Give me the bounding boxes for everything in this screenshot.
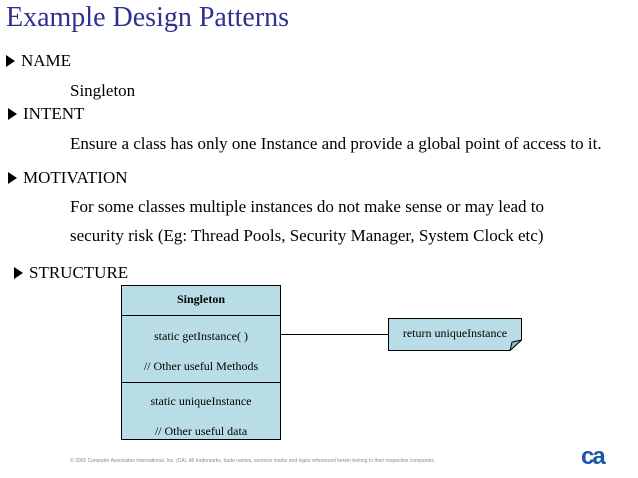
intent-text: Ensure a class has only one Instance and… — [70, 134, 602, 153]
footer-copyright: © 2005 Computer Associates International… — [70, 458, 436, 464]
uml-method-get-instance: static getInstance( ) — [154, 329, 248, 343]
structure-bullet: STRUCTURE — [14, 263, 128, 283]
uml-note: return uniqueInstance — [388, 318, 522, 351]
slide-title: Example Design Patterns — [6, 2, 290, 33]
note-shape-icon — [388, 318, 522, 351]
uml-note-connector — [281, 334, 388, 335]
structure-heading: STRUCTURE — [29, 263, 129, 282]
name-bullet: NAME — [6, 51, 71, 71]
uml-method-other: // Other useful Methods — [143, 359, 259, 373]
uml-attr-other: // Other useful data — [154, 424, 248, 438]
uml-class-name: Singleton — [176, 292, 225, 306]
name-text: Singleton — [70, 81, 136, 100]
uml-class-box: Singleton static getInstance( ) // Other… — [121, 285, 281, 440]
arrow-bullet-icon — [14, 267, 23, 279]
intent-bullet: INTENT — [8, 104, 84, 124]
motivation-line-2: security risk (Eg: Thread Pools, Securit… — [70, 226, 544, 245]
intent-heading: INTENT — [23, 104, 85, 123]
arrow-bullet-icon — [6, 55, 15, 67]
ca-logo: ca — [581, 443, 606, 470]
arrow-bullet-icon — [8, 172, 17, 184]
arrow-bullet-icon — [8, 108, 17, 120]
motivation-bullet: MOTIVATION — [8, 168, 128, 188]
name-heading: NAME — [21, 51, 72, 70]
uml-attr-unique-instance: static uniqueInstance — [150, 394, 252, 408]
motivation-heading: MOTIVATION — [23, 168, 128, 187]
uml-methods-section: static getInstance( ) // Other useful Me… — [122, 315, 280, 382]
uml-note-text: return uniqueInstance — [402, 326, 508, 340]
motivation-line-1: For some classes multiple instances do n… — [70, 197, 545, 216]
uml-attributes-section: static uniqueInstance // Other useful da… — [122, 382, 280, 440]
